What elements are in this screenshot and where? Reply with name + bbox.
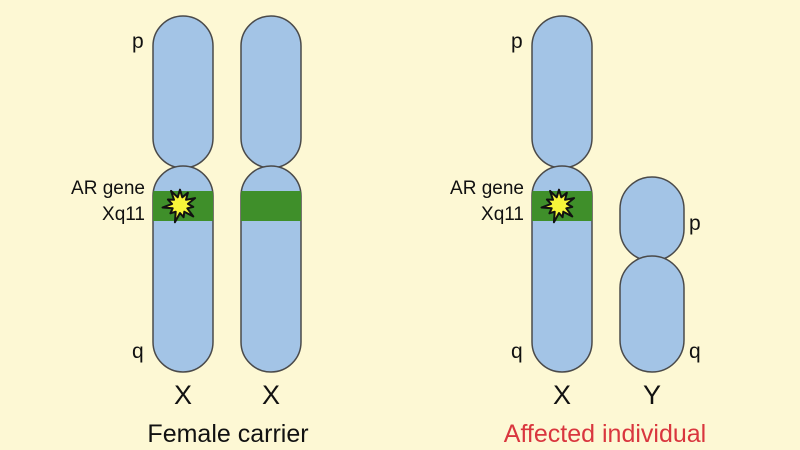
mutation-starburst-icon [161, 188, 197, 224]
q-arm [619, 255, 685, 373]
affected-y-p-arm-label: p [689, 212, 701, 235]
affected-y-chromosome [619, 176, 685, 373]
p-arm [619, 176, 685, 262]
affected-x-q-arm-label: q [511, 340, 523, 363]
gene-locus: Xq11 [102, 204, 145, 225]
gene-name: AR gene [71, 178, 145, 199]
affected-chromosome-1-label: X [552, 380, 572, 410]
gene-locus: Xq11 [481, 204, 524, 225]
female-x-chromosome-mutated [152, 15, 214, 373]
p-arm [531, 15, 593, 169]
affected-x-chromosome [531, 15, 593, 373]
affected-chromosome-2-label: Y [642, 380, 662, 410]
female-ar-gene-label: AR gene Xq11 [71, 176, 145, 228]
p-arm [152, 15, 214, 169]
affected-x-p-arm-label: p [511, 30, 523, 53]
female-q-arm-label: q [132, 340, 144, 363]
p-arm [240, 15, 302, 169]
affected-y-q-arm-label: q [689, 340, 701, 363]
female-caption: Female carrier [147, 420, 309, 448]
mutation-starburst-icon [540, 188, 576, 224]
female-chromosome-1-label: X [173, 380, 193, 410]
female-chromosome-2-label: X [261, 380, 281, 410]
affected-ar-gene-label: AR gene Xq11 [450, 176, 524, 228]
ar-gene-band [241, 191, 301, 221]
female-x-chromosome-normal [240, 15, 302, 373]
affected-caption: Affected individual [503, 420, 707, 448]
gene-name: AR gene [450, 178, 524, 199]
female-p-arm-label: p [132, 30, 144, 53]
